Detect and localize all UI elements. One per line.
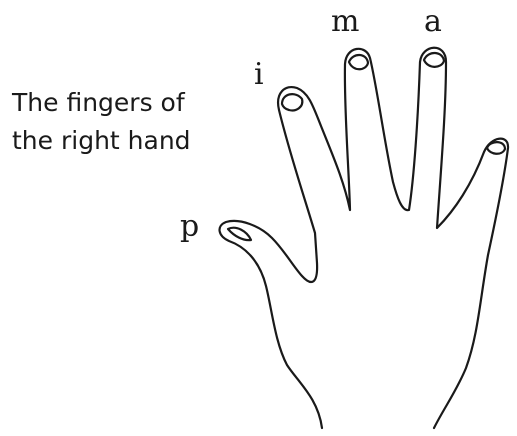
index-nail: [280, 93, 304, 112]
label-ring-a: a: [424, 4, 442, 39]
label-middle-m: m: [331, 4, 359, 39]
caption: The fingers of the right hand: [12, 84, 242, 160]
label-thumb-p: p: [180, 209, 199, 244]
caption-line-2: the right hand: [12, 126, 191, 155]
little-nail: [485, 141, 507, 155]
ring-nail: [422, 51, 446, 68]
thumb-nail: [226, 226, 253, 242]
caption-line-1: The fingers of: [12, 88, 185, 117]
label-index-i: i: [254, 57, 264, 92]
middle-nail: [347, 53, 370, 71]
hand-outline: [218, 46, 510, 430]
